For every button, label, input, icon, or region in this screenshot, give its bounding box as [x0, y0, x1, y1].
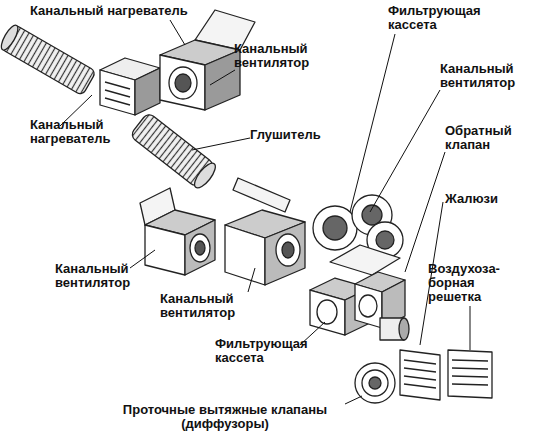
part-label: Канальный вентилятор	[55, 262, 145, 290]
leader-lines	[60, 20, 470, 404]
part-label: Воздухоза- борная решетка	[428, 262, 523, 304]
part-label: Канальный нагреватель	[30, 4, 230, 18]
part-label: Канальный вентилятор	[234, 42, 334, 70]
part-label: Жалюзи	[445, 192, 535, 206]
corrugated-duct	[0, 23, 96, 96]
part-label: Глушитель	[250, 128, 350, 142]
part-label: Канальный нагреватель	[30, 118, 130, 146]
duct-fan-box	[140, 188, 215, 275]
filter-box	[225, 178, 305, 285]
part-label: Канальный вентилятор	[440, 62, 535, 90]
part-label: Проточные вытяжные клапаны (диффузоры)	[105, 403, 345, 431]
part-label: Фильтрующая кассета	[215, 337, 327, 365]
duct-heater	[100, 58, 160, 115]
round-fans	[313, 195, 403, 275]
part-label: Обратный клапан	[445, 124, 535, 152]
silencer-duct	[130, 112, 219, 191]
part-label: Канальный вентилятор	[160, 292, 250, 320]
louvre-grilles	[400, 350, 492, 400]
part-label: Фильтрующая кассета	[388, 4, 500, 32]
filter-and-valve-boxes	[310, 272, 409, 340]
